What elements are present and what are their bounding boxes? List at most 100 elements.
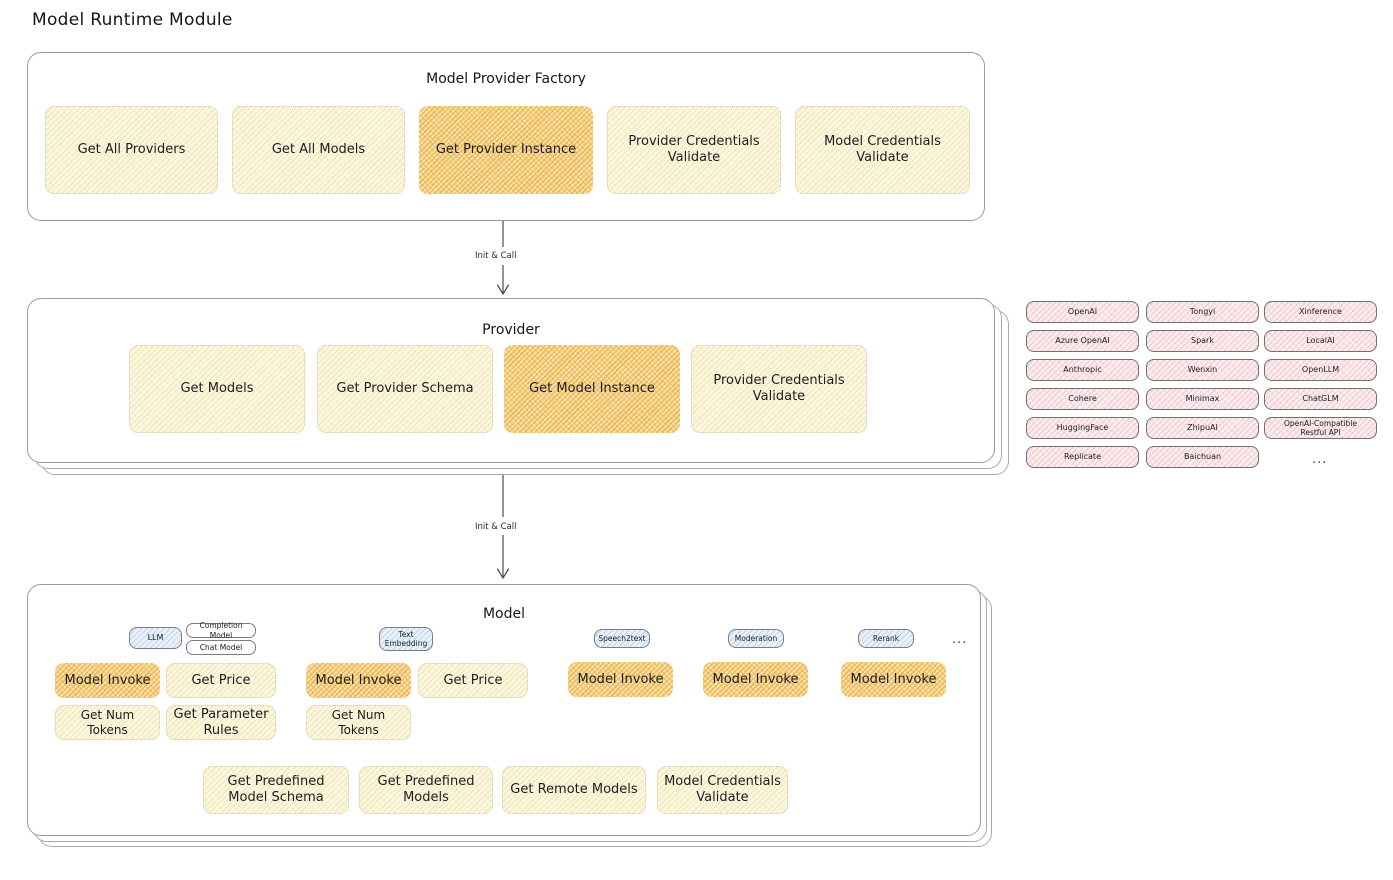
- provider-list-more: ...: [1312, 452, 1328, 467]
- provider-chip-xinference[interactable]: Xinference: [1264, 301, 1377, 323]
- provider-node-label: Get Models: [180, 381, 254, 397]
- provider-chip-cohere[interactable]: Cohere: [1026, 388, 1139, 410]
- model-subtag-label: Chat Model: [199, 642, 243, 652]
- provider-chip-label: Spark: [1191, 336, 1214, 346]
- provider-chip-anthropic[interactable]: Anthropic: [1026, 359, 1139, 381]
- moderation-method-model-invoke[interactable]: Model Invoke: [703, 662, 808, 697]
- provider-chip-label: ChatGLM: [1302, 394, 1339, 404]
- factory-node-label: Get All Models: [271, 142, 366, 158]
- model-types-more: ...: [952, 632, 968, 647]
- provider-chip-tongyi[interactable]: Tongyi: [1146, 301, 1259, 323]
- method-label: Get Remote Models: [510, 782, 638, 798]
- arrow-label: Init & Call: [475, 522, 517, 532]
- provider-chip-label: ZhipuAI: [1187, 423, 1218, 433]
- factory-node-get-provider-instance[interactable]: Get Provider Instance: [419, 106, 593, 194]
- model-type-rerank[interactable]: Rerank: [858, 629, 914, 648]
- provider-chip-replicate[interactable]: Replicate: [1026, 446, 1139, 468]
- factory-node-get-all-models[interactable]: Get All Models: [232, 106, 405, 194]
- text-embedding-method-get-price[interactable]: Get Price: [418, 663, 528, 698]
- provider-node-get-provider-schema[interactable]: Get Provider Schema: [317, 345, 493, 433]
- llm-method-get-num-tokens[interactable]: Get Num Tokens: [55, 705, 160, 740]
- provider-chip-label: OpenLLM: [1301, 365, 1340, 375]
- provider-node-label: Get Provider Schema: [336, 381, 474, 397]
- arrow-label: Init & Call: [475, 251, 517, 261]
- factory-node-label: Get All Providers: [77, 142, 186, 158]
- rerank-method-model-invoke[interactable]: Model Invoke: [841, 662, 946, 697]
- arrow-factory-to-provider: Init & Call: [470, 221, 590, 301]
- speech2text-method-model-invoke[interactable]: Model Invoke: [568, 662, 673, 697]
- provider-node-provider-credentials-validate[interactable]: Provider Credentials Validate: [691, 345, 867, 433]
- provider-chip-label: Minimax: [1185, 394, 1220, 404]
- provider-chip-label: OpenAI: [1067, 307, 1098, 317]
- factory-node-label: Get Provider Instance: [435, 142, 577, 158]
- provider-chip-huggingface[interactable]: HuggingFace: [1026, 417, 1139, 439]
- method-label: Model Invoke: [712, 671, 799, 687]
- model-type-label: Rerank: [872, 633, 900, 643]
- method-label: Model Invoke: [577, 671, 664, 687]
- method-label: Get Price: [443, 672, 503, 688]
- model-shared-get-predefined-model-schema[interactable]: Get Predefined Model Schema: [203, 766, 349, 814]
- model-type-llm[interactable]: LLM: [129, 627, 182, 649]
- provider-title: Provider: [482, 322, 540, 338]
- method-label: Get Predefined Models: [377, 774, 475, 805]
- method-label: Model Invoke: [315, 672, 402, 688]
- provider-chip-baichuan[interactable]: Baichuan: [1146, 446, 1259, 468]
- factory-node-label: Provider Credentials Validate: [628, 134, 760, 165]
- method-label: Get Num Tokens: [331, 707, 386, 737]
- provider-chip-label: Azure OpenAI: [1055, 336, 1110, 346]
- arrow-provider-to-model: Init & Call: [470, 475, 590, 585]
- llm-method-model-invoke[interactable]: Model Invoke: [55, 663, 160, 698]
- provider-chip-minimax[interactable]: Minimax: [1146, 388, 1259, 410]
- method-label: Get Predefined Model Schema: [227, 774, 325, 805]
- method-label: Get Price: [191, 672, 251, 688]
- provider-chip-label: Xinference: [1299, 307, 1342, 317]
- provider-chip-label: Replicate: [1063, 452, 1101, 462]
- provider-chip-label: Wenxin: [1187, 365, 1218, 375]
- provider-chip-openai[interactable]: OpenAI: [1026, 301, 1139, 323]
- method-label: Get Num Tokens: [80, 707, 135, 737]
- provider-chip-localai[interactable]: LocalAI: [1264, 330, 1377, 352]
- text-embedding-method-model-invoke[interactable]: Model Invoke: [306, 663, 411, 698]
- llm-method-get-price[interactable]: Get Price: [166, 663, 276, 698]
- provider-node-get-models[interactable]: Get Models: [129, 345, 305, 433]
- model-type-moderation[interactable]: Moderation: [728, 629, 784, 648]
- method-label: Model Invoke: [64, 672, 151, 688]
- model-type-label: Text Embedding: [384, 629, 428, 648]
- model-type-label: Moderation: [734, 633, 778, 643]
- model-title: Model: [482, 606, 526, 622]
- provider-chip-openllm[interactable]: OpenLLM: [1264, 359, 1377, 381]
- factory-node-model-credentials-validate[interactable]: Model Credentials Validate: [795, 106, 970, 194]
- provider-chip-label: HuggingFace: [1056, 423, 1109, 433]
- model-type-text-embedding[interactable]: Text Embedding: [379, 627, 433, 651]
- llm-method-get-parameter-rules[interactable]: Get Parameter Rules: [166, 705, 276, 740]
- provider-chip-label: Anthropic: [1063, 365, 1102, 375]
- model-provider-factory-title: Model Provider Factory: [426, 71, 586, 87]
- model-subtag-completion-model[interactable]: Completion Model: [186, 621, 256, 640]
- model-subtag-label: Completion Model: [199, 621, 243, 640]
- model-shared-get-remote-models[interactable]: Get Remote Models: [502, 766, 646, 814]
- method-label: Get Parameter Rules: [173, 706, 269, 738]
- factory-node-label: Model Credentials Validate: [824, 134, 941, 165]
- provider-chip-label: Baichuan: [1183, 452, 1222, 462]
- provider-chip-chatglm[interactable]: ChatGLM: [1264, 388, 1377, 410]
- provider-chip-azure-openai[interactable]: Azure OpenAI: [1026, 330, 1139, 352]
- factory-node-get-all-providers[interactable]: Get All Providers: [45, 106, 218, 194]
- provider-chip-zhipuai[interactable]: ZhipuAI: [1146, 417, 1259, 439]
- provider-chip-label: Cohere: [1068, 394, 1097, 404]
- provider-node-label: Provider Credentials Validate: [713, 373, 845, 404]
- model-shared-get-predefined-models[interactable]: Get Predefined Models: [359, 766, 493, 814]
- page-title: Model Runtime Module: [32, 10, 233, 30]
- provider-chip-label: LocalAI: [1306, 336, 1335, 346]
- text-embedding-method-get-num-tokens[interactable]: Get Num Tokens: [306, 705, 411, 740]
- provider-chip-openai-compatible-restful-api[interactable]: OpenAI-Compatible Restful API: [1264, 417, 1377, 439]
- model-subtag-chat-model[interactable]: Chat Model: [186, 640, 256, 655]
- provider-chip-wenxin[interactable]: Wenxin: [1146, 359, 1259, 381]
- model-type-label: LLM: [147, 633, 164, 643]
- arrow-icon: [496, 221, 510, 296]
- model-shared-model-credentials-validate[interactable]: Model Credentials Validate: [657, 766, 788, 814]
- provider-chip-spark[interactable]: Spark: [1146, 330, 1259, 352]
- model-type-speech2text[interactable]: Speech2text: [594, 629, 650, 648]
- provider-node-get-model-instance[interactable]: Get Model Instance: [504, 345, 680, 433]
- model-type-label: Speech2text: [598, 633, 646, 643]
- factory-node-provider-credentials-validate[interactable]: Provider Credentials Validate: [607, 106, 781, 194]
